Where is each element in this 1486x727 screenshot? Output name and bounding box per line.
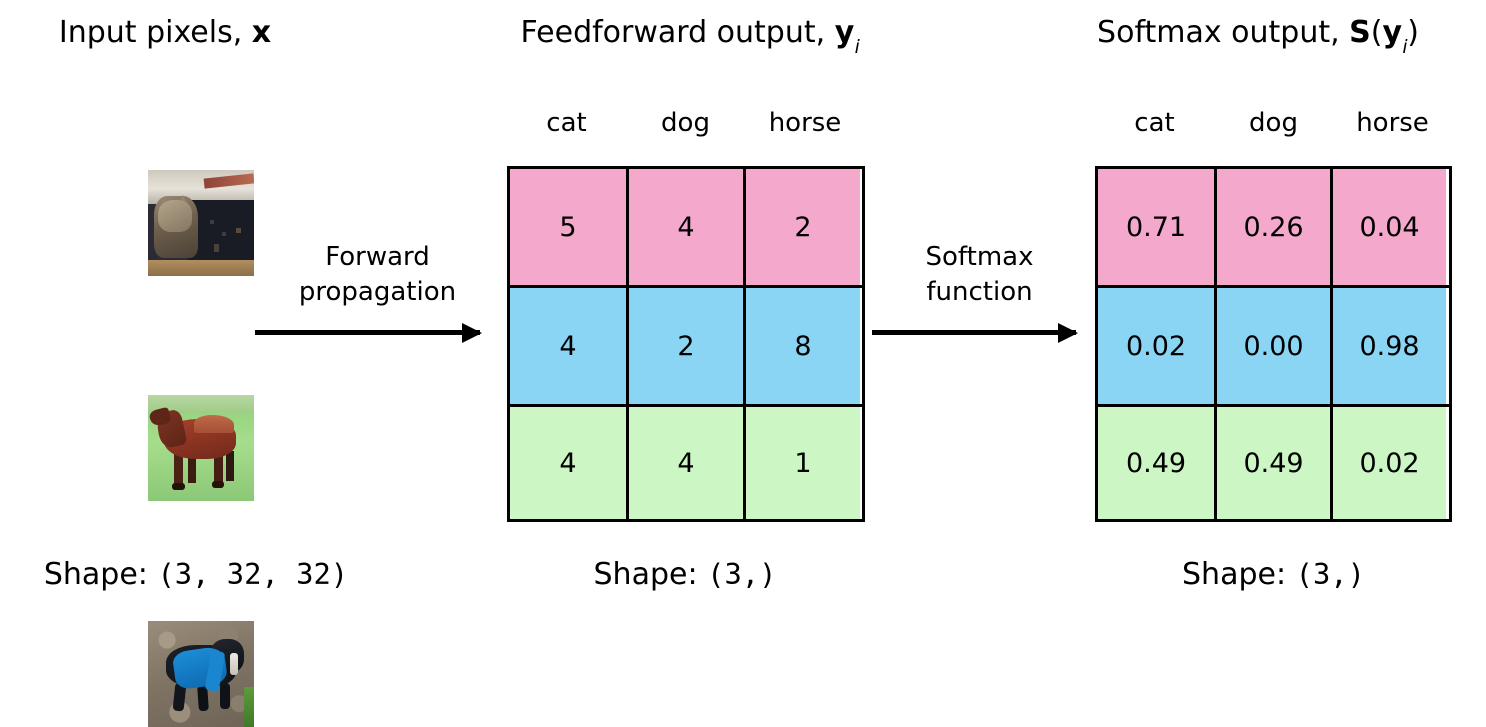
cat-image (148, 170, 254, 276)
cat-image-floor (148, 260, 254, 276)
feedforward-column-headers: cat dog horse (507, 110, 865, 136)
cat-image-speck (236, 228, 241, 233)
feedforward-title-text: Feedforward output, (520, 15, 835, 50)
table-cell: 2 (626, 288, 743, 404)
table-cell: 0.71 (1098, 169, 1214, 285)
dog-image (148, 621, 254, 727)
table-cell: 0.02 (1098, 288, 1214, 404)
softmax-output-table: 0.71 0.26 0.04 0.02 0.00 0.98 0.49 0.49 … (1095, 166, 1452, 522)
dog-image-leg (220, 683, 230, 709)
cat-image-speck (222, 232, 226, 236)
feedforward-column-title: Feedforward output, yi (440, 15, 940, 57)
softmax-shape-label: Shape: (1182, 557, 1296, 592)
softmax-column-headers: cat dog horse (1095, 110, 1452, 136)
dog-image-grass (244, 687, 254, 727)
table-row: 5 4 2 (510, 169, 862, 285)
horse-image-hoof (172, 483, 185, 490)
softmax-function-label: Softmax function (872, 240, 1087, 310)
softmax-title-open-paren: ( (1370, 15, 1383, 50)
forward-propagation-arrow-line (255, 330, 480, 336)
input-title-text: Input pixels, (58, 15, 252, 50)
softmax-function-label-line2: function (926, 277, 1033, 308)
table-cell: 2 (743, 169, 860, 285)
softmax-title-subscript: i (1402, 37, 1408, 59)
input-title-variable: x (251, 15, 272, 50)
horse-image-leg (188, 453, 196, 483)
softmax-function-arrow-line (872, 330, 1076, 336)
table-row: 4 4 1 (510, 404, 862, 519)
dog-image-marking (230, 653, 238, 675)
horse-image-hoof (212, 481, 224, 488)
horse-image-leg (226, 451, 234, 481)
table-cell: 0.02 (1330, 407, 1446, 519)
softmax-header-horse: horse (1356, 108, 1429, 138)
softmax-title-close-paren: ) (1407, 15, 1419, 50)
softmax-header-cat: cat (1134, 108, 1175, 138)
table-row: 4 2 8 (510, 285, 862, 404)
feedforward-title-subscript: i (854, 37, 860, 59)
feedforward-header-cat: cat (546, 108, 587, 138)
input-shape-label: Shape: (43, 557, 158, 592)
table-cell: 0.00 (1214, 288, 1330, 404)
softmax-header-dog: dog (1249, 108, 1298, 138)
cat-image-speck (210, 220, 214, 224)
table-row: 0.49 0.49 0.02 (1098, 404, 1449, 519)
horse-image-background (148, 395, 254, 413)
table-row: 0.02 0.00 0.98 (1098, 285, 1449, 404)
table-cell: 0.04 (1330, 169, 1446, 285)
table-cell: 4 (626, 407, 743, 519)
table-cell: 0.49 (1098, 407, 1214, 519)
feedforward-header-dog: dog (661, 108, 710, 138)
table-cell: 5 (510, 169, 626, 285)
softmax-title-variable: y (1382, 15, 1403, 50)
table-cell: 1 (743, 407, 860, 519)
softmax-column-title: Softmax output, S(yi) (1030, 15, 1486, 57)
table-cell: 4 (510, 288, 626, 404)
softmax-shape-value: (3,) (1295, 557, 1365, 591)
softmax-shape-caption: Shape: (3,) (1095, 560, 1452, 590)
horse-image-back (194, 415, 234, 433)
table-cell: 8 (743, 288, 860, 404)
cat-image-speck (214, 244, 219, 252)
forward-propagation-label-line2: propagation (298, 277, 457, 308)
forward-propagation-arrow: Forward propagation (255, 240, 500, 336)
feedforward-header-horse: horse (768, 108, 842, 138)
input-shape-value: (3, 32, 32) (157, 557, 349, 591)
forward-propagation-label: Forward propagation (255, 240, 500, 310)
feedforward-shape-caption: Shape: (3,) (505, 560, 865, 590)
table-cell: 0.49 (1214, 407, 1330, 519)
cat-image-head (158, 200, 192, 232)
table-cell: 0.98 (1330, 288, 1446, 404)
feedforward-shape-label: Shape: (593, 557, 708, 592)
feedforward-output-table: 5 4 2 4 2 8 4 4 1 (507, 166, 865, 522)
cat-image-shadow (188, 200, 254, 260)
feedforward-shape-value: (3,) (707, 557, 777, 591)
input-column-title: Input pixels, x (0, 18, 330, 48)
input-shape-caption: Shape: (3, 32, 32) (0, 560, 392, 590)
horse-image (148, 395, 254, 501)
horse-image-leg (214, 453, 223, 485)
softmax-title-text: Softmax output, (1097, 15, 1350, 50)
softmax-title-function: S (1349, 15, 1371, 50)
softmax-function-label-line1: Softmax (925, 242, 1034, 272)
feedforward-title-variable: y (834, 15, 855, 50)
horse-image-leg (174, 453, 183, 487)
forward-propagation-label-line1: Forward (325, 242, 430, 272)
table-row: 0.71 0.26 0.04 (1098, 169, 1449, 285)
table-cell: 0.26 (1214, 169, 1330, 285)
softmax-function-arrow: Softmax function (872, 240, 1087, 336)
softmax-diagram: { "columns": { "input": { "title_prefix"… (0, 0, 1486, 631)
table-cell: 4 (510, 407, 626, 519)
table-cell: 4 (626, 169, 743, 285)
